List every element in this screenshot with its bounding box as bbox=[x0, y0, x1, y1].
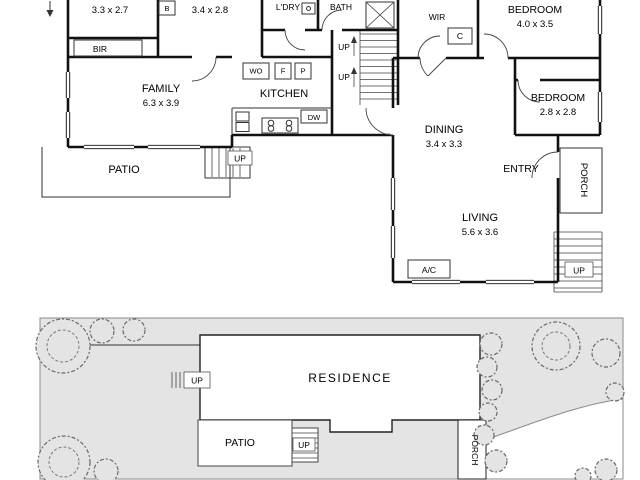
dining-label: DINING bbox=[425, 124, 464, 136]
window-gaps bbox=[65, 6, 603, 285]
bir-robe-box bbox=[73, 39, 143, 57]
cupboard-box bbox=[447, 27, 473, 45]
tree-inner bbox=[541, 331, 571, 361]
site-up-left-box bbox=[183, 371, 211, 389]
family-label: FAMILY bbox=[142, 83, 181, 95]
tree-inner bbox=[46, 329, 80, 363]
kitchen-label: KITCHEN bbox=[260, 88, 308, 100]
porch-label: PORCH bbox=[578, 163, 589, 197]
site-patio-label: PATIO bbox=[225, 437, 255, 449]
b-closet-box bbox=[158, 0, 176, 16]
patio-outline bbox=[41, 147, 231, 198]
bath-label: BATH bbox=[330, 2, 352, 12]
laundry-trough-drain bbox=[306, 6, 311, 11]
cooktop bbox=[261, 117, 299, 134]
bedroom-right-dims: 2.8 x 2.8 bbox=[540, 107, 576, 118]
tree bbox=[605, 382, 625, 402]
door-arcs bbox=[191, 9, 559, 179]
wir-label: WIR bbox=[429, 12, 446, 22]
dishwasher-label: DW bbox=[308, 113, 321, 122]
cooktop-burner bbox=[267, 125, 275, 132]
tree bbox=[476, 356, 498, 378]
tree bbox=[473, 424, 495, 446]
kitchen-bench bbox=[231, 107, 332, 135]
stair-arrow-head bbox=[46, 10, 54, 17]
laundry-label: L'DRY bbox=[276, 2, 300, 12]
bir-label: BIR bbox=[93, 44, 107, 54]
cooktop-burner bbox=[267, 119, 275, 127]
b-closet-label: B bbox=[164, 4, 169, 13]
site-up-patio-box bbox=[292, 437, 316, 452]
tree bbox=[481, 379, 503, 401]
wall-oven-box bbox=[242, 62, 270, 80]
dishwasher-box bbox=[300, 109, 328, 124]
mid-stairs-treads bbox=[359, 30, 397, 105]
ac-label: A/C bbox=[422, 265, 436, 275]
tree bbox=[93, 458, 119, 480]
family-dims: 6.3 x 3.9 bbox=[143, 98, 179, 109]
tree bbox=[122, 318, 146, 342]
fridge-box bbox=[274, 62, 292, 80]
tree bbox=[89, 318, 115, 344]
tree bbox=[478, 402, 498, 422]
up-porch-label-box bbox=[564, 261, 594, 278]
pantry-label: P bbox=[300, 67, 305, 76]
cupboard-label: C bbox=[457, 31, 463, 41]
tree bbox=[591, 338, 621, 368]
site-porch-label: PORCH bbox=[470, 435, 480, 466]
cooktop-burner bbox=[285, 125, 293, 132]
up-patio-label: UP bbox=[234, 154, 246, 164]
kitchen-sink-bowl-2 bbox=[235, 122, 250, 132]
up-porch-label: UP bbox=[573, 266, 585, 276]
up-mid-2-label: UP bbox=[338, 72, 350, 82]
ac-unit-box bbox=[407, 259, 451, 279]
tree bbox=[484, 449, 508, 473]
room1-dims: 3.3 x 2.7 bbox=[92, 5, 128, 16]
tree bbox=[35, 318, 91, 374]
dining-dims: 3.4 x 3.3 bbox=[426, 139, 462, 150]
cooktop-burner bbox=[285, 119, 293, 127]
shower bbox=[365, 1, 395, 29]
fridge-label: F bbox=[281, 67, 286, 76]
laundry-trough bbox=[301, 2, 316, 15]
bedroom-top-label: BEDROOM bbox=[508, 4, 562, 16]
entry-label: ENTRY bbox=[503, 163, 538, 175]
tree-inner bbox=[48, 446, 80, 478]
kitchen-sink-bowl-1 bbox=[235, 111, 250, 122]
wall-oven-label: WO bbox=[250, 67, 263, 76]
site-up-left-label: UP bbox=[191, 376, 203, 386]
patio-label: PATIO bbox=[108, 164, 140, 176]
window-panes bbox=[65, 6, 603, 285]
living-dims: 5.6 x 3.6 bbox=[462, 227, 498, 238]
site-residence-label: RESIDENCE bbox=[308, 371, 392, 385]
tree bbox=[594, 458, 618, 480]
living-label: LIVING bbox=[462, 212, 498, 224]
bedroom-right-label: BEDROOM bbox=[531, 92, 585, 104]
site-up-patio-label: UP bbox=[298, 440, 310, 450]
tree bbox=[574, 467, 592, 480]
up-patio-label-box bbox=[227, 150, 253, 166]
walls bbox=[66, 0, 602, 284]
shower-cross bbox=[365, 1, 395, 29]
bedroom-top-dims: 4.0 x 3.5 bbox=[517, 19, 553, 30]
tree bbox=[531, 321, 581, 371]
porch-outline bbox=[559, 147, 603, 214]
patio-stairs-treads bbox=[211, 148, 241, 177]
pantry-box bbox=[294, 62, 312, 80]
up-mid-1-label: UP bbox=[338, 42, 350, 52]
tree bbox=[479, 332, 503, 356]
room2-dims: 3.4 x 2.8 bbox=[192, 5, 228, 16]
